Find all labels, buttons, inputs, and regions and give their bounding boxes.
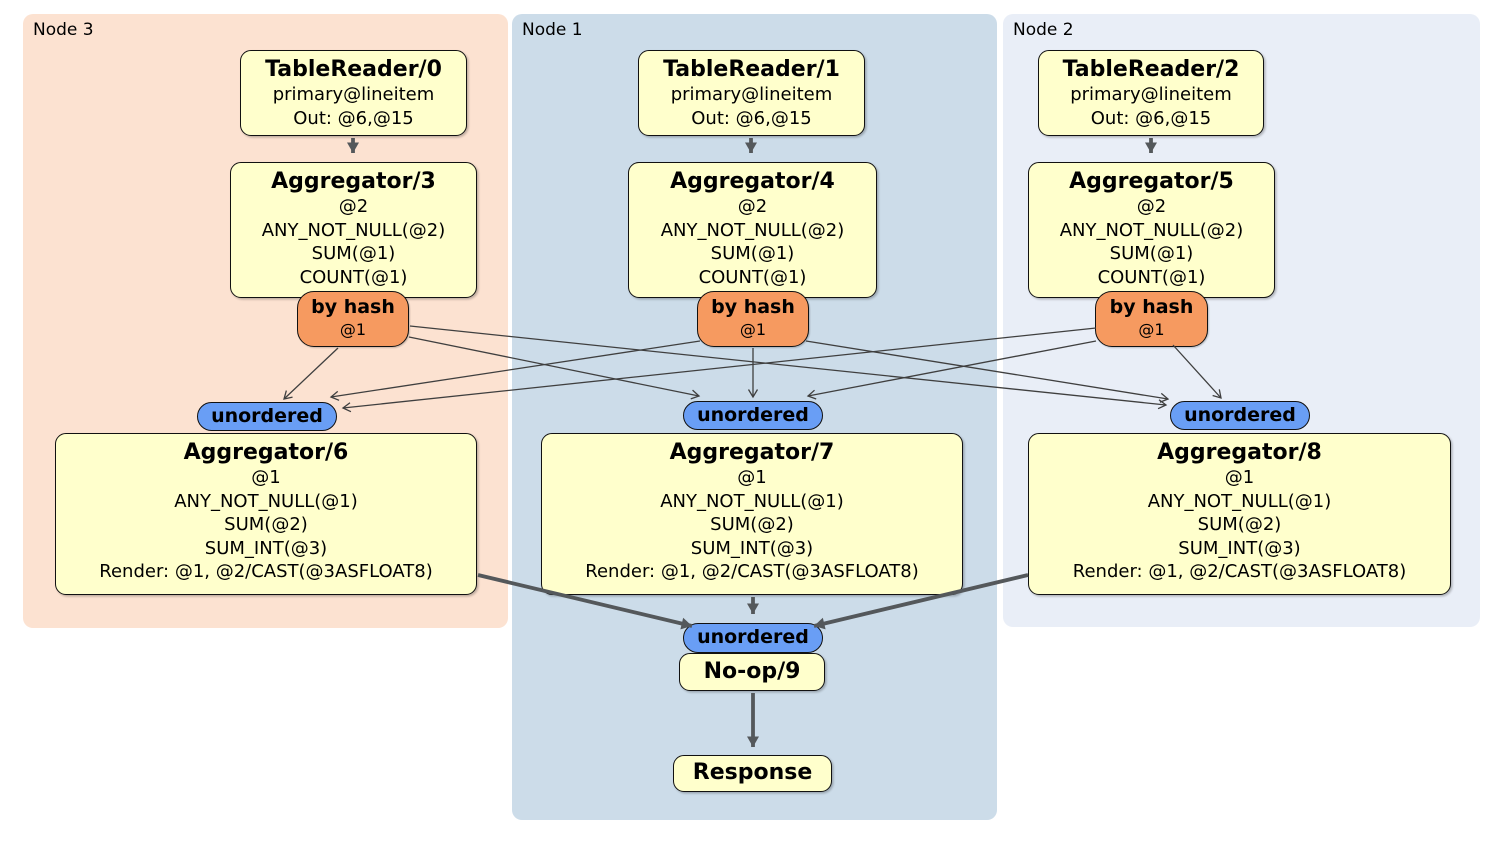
processor-title: Aggregator/4	[670, 169, 835, 194]
processor-title: TableReader/0	[265, 57, 442, 82]
box-line: @2	[338, 196, 369, 217]
processor-title: TableReader/1	[663, 57, 840, 82]
box-line: ANY_NOT_NULL(@2)	[660, 219, 845, 241]
box-line: ANY_NOT_NULL(@2)	[261, 219, 446, 241]
box-line: Out: @6,@15	[1090, 107, 1212, 129]
box-line: primary@lineitem	[1070, 84, 1232, 105]
box-line: ANY_NOT_NULL(@1)	[1147, 490, 1332, 512]
box-line: SUM(@1)	[710, 243, 795, 264]
box-line: Render: @1, @2/CAST(@3ASFLOAT8)	[99, 561, 433, 582]
box-line: SUM(@2)	[224, 514, 308, 535]
box-line: SUM(@1)	[1109, 243, 1194, 264]
box-line: @1	[737, 467, 767, 488]
box-line: @1	[251, 467, 281, 488]
router-columns: @1	[1138, 320, 1165, 339]
box-line: COUNT(@1)	[698, 266, 807, 288]
sync-unordered-node1: unordered	[683, 401, 823, 430]
box-line: SUM(@2)	[710, 514, 794, 535]
router-label: by hash	[711, 296, 795, 318]
box-line: ANY_NOT_NULL(@1)	[660, 490, 844, 512]
processor-title: Aggregator/8	[1157, 440, 1322, 465]
box-line: Out: @6,@15	[691, 107, 812, 129]
processor-response: Response	[673, 755, 832, 792]
router-by-hash-node2: by hash @1	[1095, 291, 1208, 347]
router-label: by hash	[1109, 296, 1194, 318]
router-columns: @1	[739, 320, 767, 339]
processor-title: Aggregator/7	[669, 440, 835, 465]
processor-title: Aggregator/5	[1069, 169, 1234, 194]
box-line: COUNT(@1)	[1097, 266, 1206, 288]
node-group-label: Node 2	[1013, 20, 1074, 40]
processor-title: Aggregator/6	[183, 440, 349, 465]
box-line: Out: @6,@15	[293, 107, 414, 129]
processor-title: Response	[692, 760, 813, 785]
box-line: SUM(@2)	[1197, 514, 1282, 535]
box-line: @1	[1224, 467, 1255, 488]
box-line: SUM_INT(@3)	[204, 537, 328, 559]
box-line: SUM(@1)	[311, 243, 396, 264]
processor-title: Aggregator/3	[271, 169, 436, 194]
router-label: by hash	[311, 296, 395, 318]
processor-title: No-op/9	[703, 659, 801, 684]
router-by-hash-node3: by hash @1	[297, 291, 409, 347]
box-line: ANY_NOT_NULL(@2)	[1059, 219, 1244, 241]
box-line: ANY_NOT_NULL(@1)	[174, 490, 358, 512]
node-group-label: Node 3	[33, 20, 94, 40]
box-line: @2	[1136, 196, 1167, 217]
node-group-label: Node 1	[522, 20, 583, 40]
box-line: Render: @1, @2/CAST(@3ASFLOAT8)	[1072, 561, 1407, 582]
router-by-hash-node1: by hash @1	[697, 291, 809, 347]
box-line: @2	[737, 196, 768, 217]
box-line: Render: @1, @2/CAST(@3ASFLOAT8)	[585, 561, 919, 582]
box-line: SUM_INT(@3)	[690, 537, 814, 559]
sync-unordered-node3: unordered	[197, 402, 337, 431]
sync-unordered-final: unordered	[683, 623, 823, 653]
processor-title: TableReader/2	[1062, 57, 1240, 82]
box-line: primary@lineitem	[670, 84, 833, 105]
box-line: primary@lineitem	[272, 84, 435, 105]
box-line: SUM_INT(@3)	[1178, 537, 1301, 559]
router-columns: @1	[339, 320, 367, 339]
box-line: COUNT(@1)	[299, 266, 408, 288]
sync-unordered-node2: unordered	[1170, 401, 1310, 430]
processor-noop-9: No-op/9	[679, 653, 825, 691]
